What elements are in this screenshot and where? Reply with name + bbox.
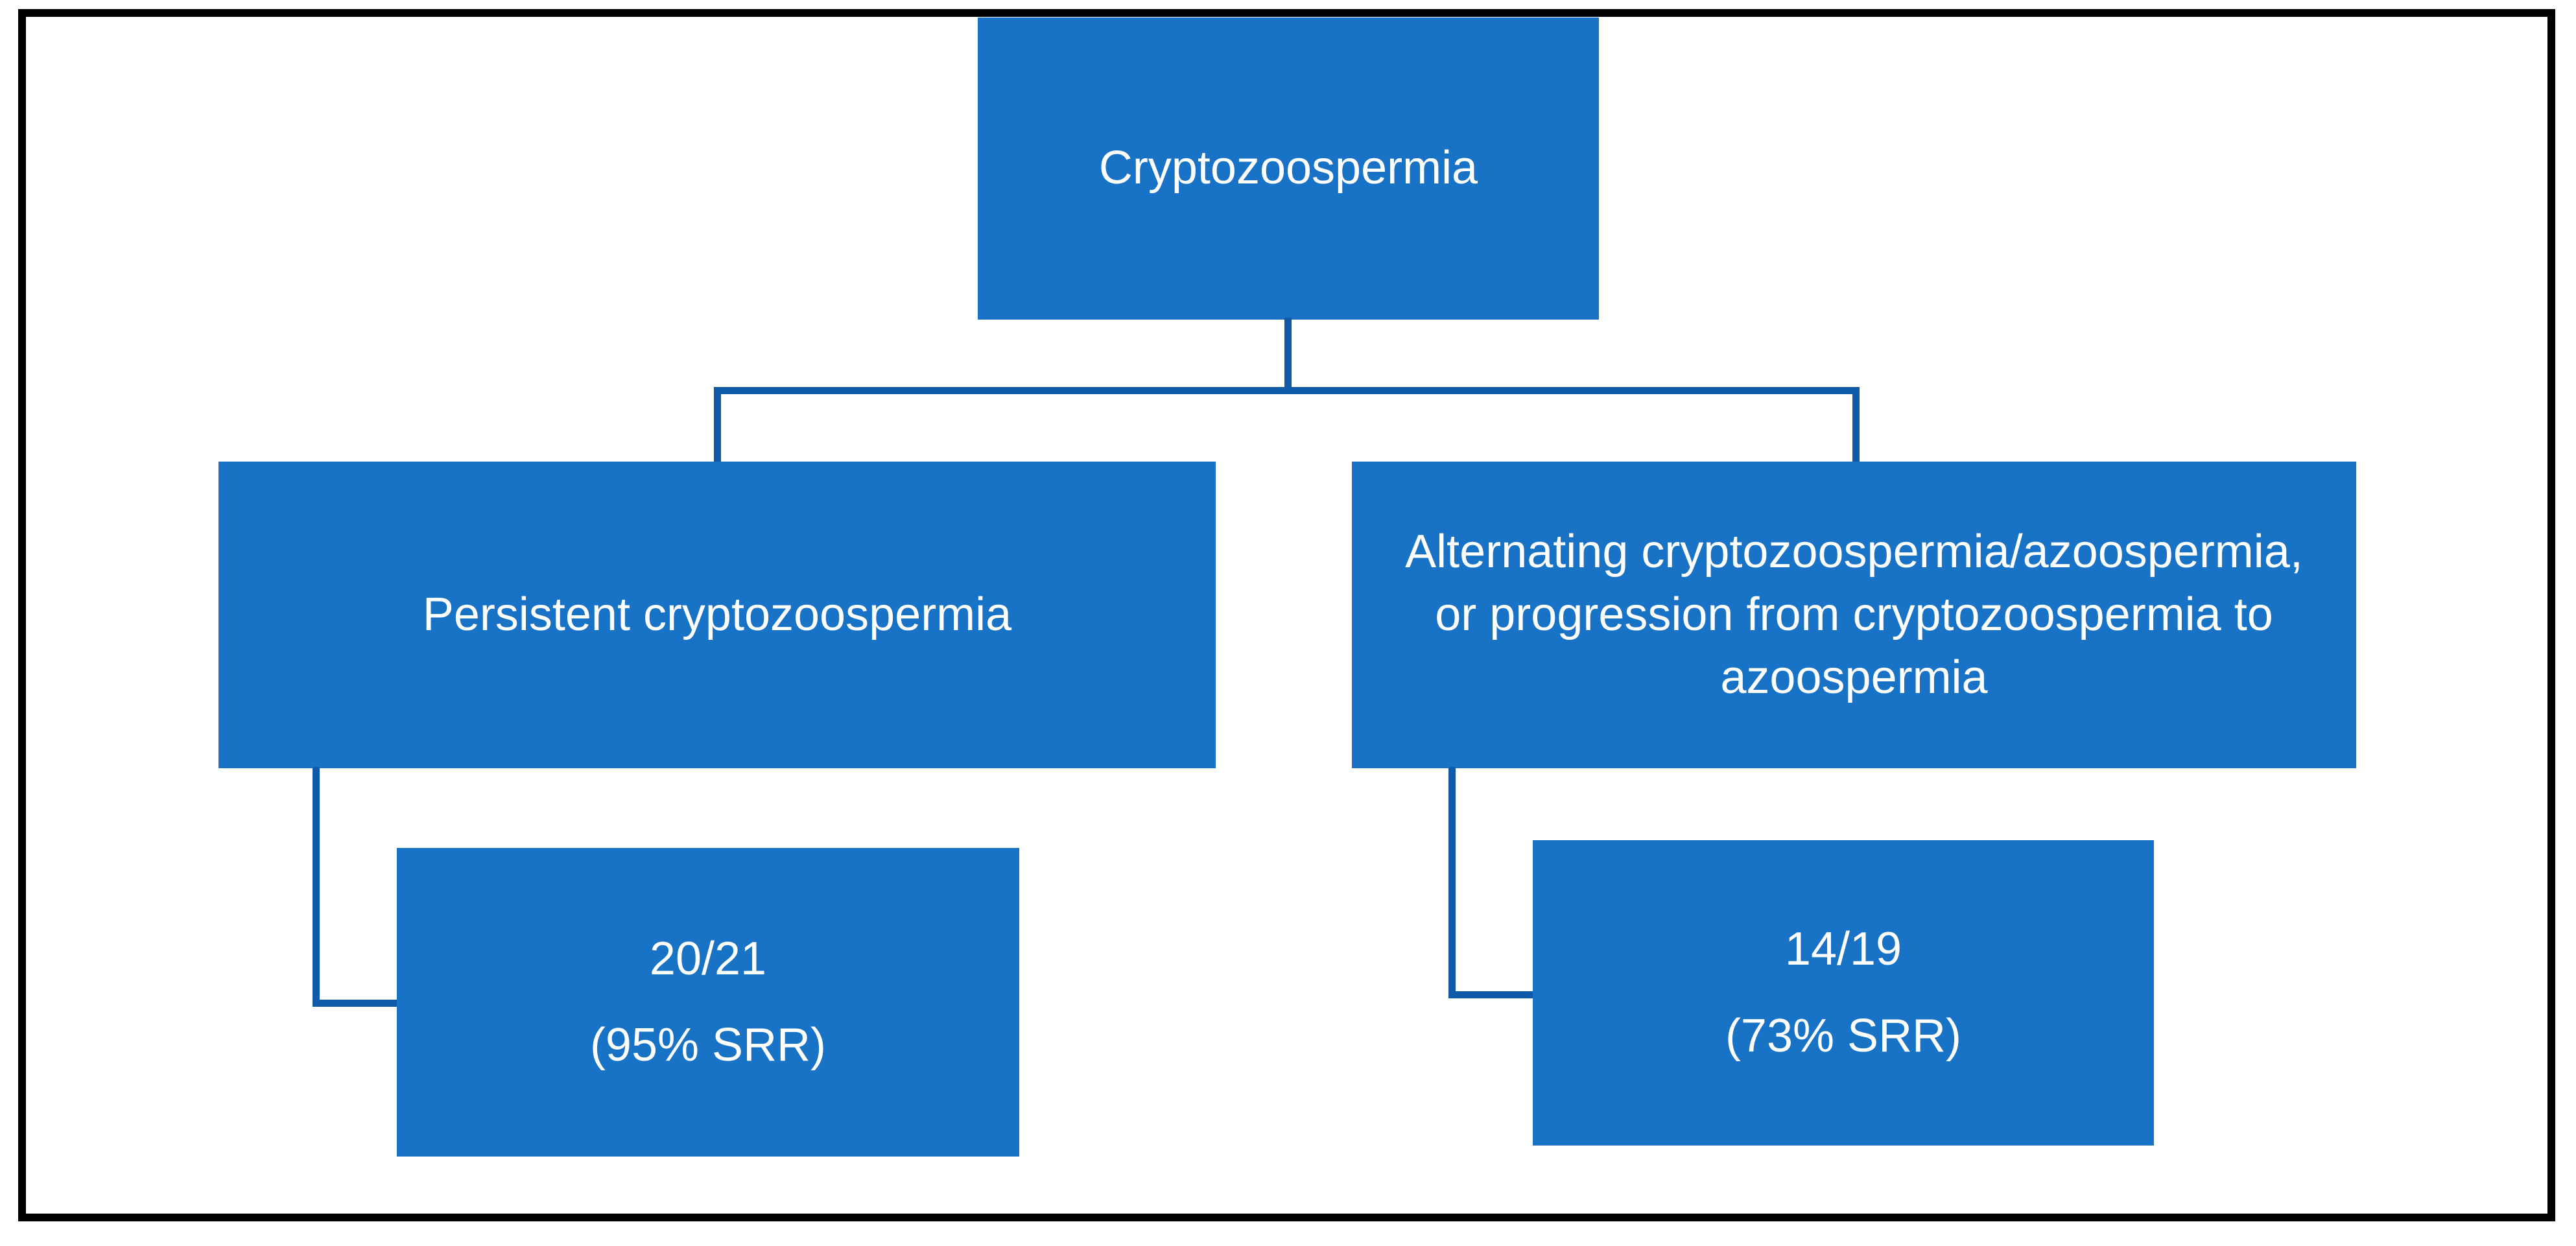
connector-elbow-right-horizontal (1448, 991, 1534, 998)
connector-branch-drop-left (714, 387, 721, 463)
node-alternating-azoospermia: Alternating cryptozoospermia/azoospermia… (1352, 462, 2356, 768)
result-persistent-srr: (95% SRR) (589, 1019, 827, 1071)
result-alternating-ratio: 14/19 (1784, 923, 1902, 976)
result-alternating-srr: (73% SRR) (1725, 1009, 1962, 1062)
node-cryptozoospermia-label: Cryptozoospermia (1098, 142, 1478, 194)
node-result-persistent: 20/21 (95% SRR) (397, 848, 1019, 1157)
node-alternating-label-line1: Alternating cryptozoospermia/azoospermia… (1405, 525, 2303, 578)
node-result-alternating: 14/19 (73% SRR) (1533, 840, 2154, 1146)
connector-branch-drop-right (1852, 387, 1860, 463)
node-persistent-label: Persistent cryptozoospermia (422, 588, 1012, 641)
node-cryptozoospermia: Cryptozoospermia (978, 18, 1599, 320)
connector-elbow-left-vertical (313, 767, 320, 1007)
figure-border-frame (18, 9, 2555, 1221)
node-persistent-cryptozoospermia: Persistent cryptozoospermia (219, 462, 1216, 768)
connector-elbow-right-vertical (1448, 767, 1456, 998)
connector-elbow-left-horizontal (313, 1000, 398, 1007)
connector-root-stem (1284, 318, 1292, 391)
node-alternating-label-line2: or progression from cryptozoospermia to (1435, 588, 2273, 641)
node-alternating-label-line3: azoospermia (1720, 652, 1988, 704)
result-persistent-ratio: 20/21 (649, 932, 767, 985)
connector-branch-bar (714, 387, 1860, 394)
